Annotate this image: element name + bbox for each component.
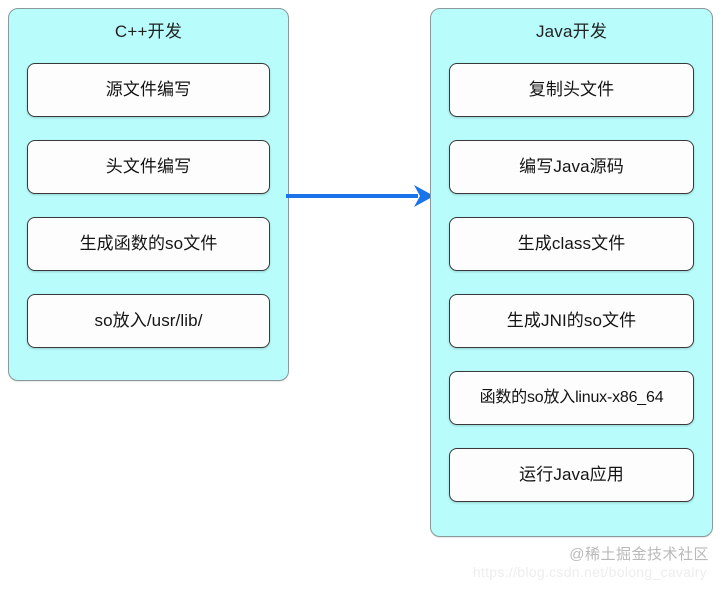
step-box-cpp-3[interactable]: 生成函数的so文件 <box>27 217 270 271</box>
step-label-cpp-1: 源文件编写 <box>105 80 192 99</box>
watermark-brand: @稀土掘金技术社区 <box>569 546 709 563</box>
group-java-title: Java开发 <box>535 22 608 41</box>
step-label-java-3: 生成class文件 <box>517 234 626 253</box>
group-java-step-list: 复制头文件 编写Java源码 生成class文件 生成JNI的so文件 函数的s… <box>449 63 694 502</box>
step-box-java-2[interactable]: 编写Java源码 <box>449 140 694 194</box>
step-box-java-5[interactable]: 函数的so放入linux-x86_64 <box>449 371 694 425</box>
step-label-java-6: 运行Java应用 <box>519 465 624 484</box>
step-box-cpp-1[interactable]: 源文件编写 <box>27 63 270 117</box>
group-cpp-title: C++开发 <box>114 22 183 41</box>
step-label-java-1: 复制头文件 <box>528 80 615 99</box>
step-box-cpp-2[interactable]: 头文件编写 <box>27 140 270 194</box>
step-label-java-2: 编写Java源码 <box>519 157 624 176</box>
watermark-url: https://blog.csdn.net/bolong_cavalry <box>472 564 707 580</box>
group-cpp-development: C++开发 源文件编写 头文件编写 生成函数的so文件 so放入/usr/lib… <box>8 8 289 381</box>
step-label-java-5: 函数的so放入linux-x86_64 <box>479 389 664 406</box>
step-box-java-4[interactable]: 生成JNI的so文件 <box>449 294 694 348</box>
step-label-cpp-2: 头文件编写 <box>105 157 192 176</box>
group-java-development: Java开发 复制头文件 编写Java源码 生成class文件 生成JNI的so… <box>430 8 713 537</box>
step-box-java-6[interactable]: 运行Java应用 <box>449 448 694 502</box>
step-box-java-1[interactable]: 复制头文件 <box>449 63 694 117</box>
group-cpp-step-list: 源文件编写 头文件编写 生成函数的so文件 so放入/usr/lib/ <box>27 63 270 348</box>
step-label-java-4: 生成JNI的so文件 <box>506 311 637 330</box>
arrow-cpp-to-java <box>286 185 434 207</box>
step-box-java-3[interactable]: 生成class文件 <box>449 217 694 271</box>
step-label-cpp-3: 生成函数的so文件 <box>79 234 218 253</box>
step-box-cpp-4[interactable]: so放入/usr/lib/ <box>27 294 270 348</box>
step-label-cpp-4: so放入/usr/lib/ <box>94 311 203 330</box>
